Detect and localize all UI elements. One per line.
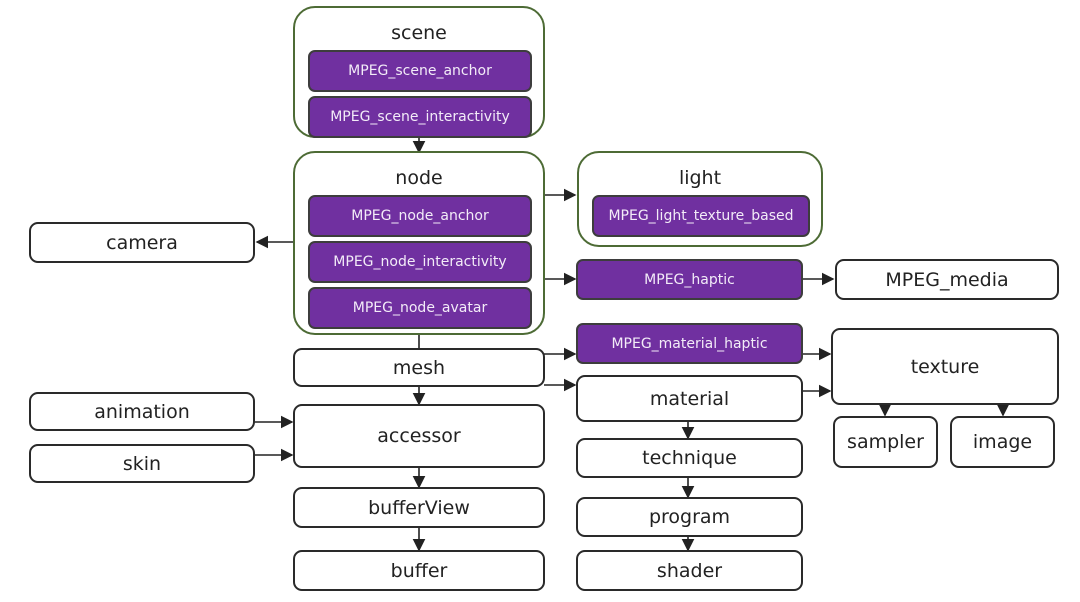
ext-mpeg-light-texture-based[interactable]: MPEG_light_texture_based bbox=[592, 195, 810, 237]
light-group[interactable]: light MPEG_light_texture_based bbox=[577, 151, 823, 247]
scene-title: scene bbox=[391, 22, 447, 44]
node-title: node bbox=[395, 167, 443, 189]
scene-group[interactable]: scene MPEG_scene_anchor MPEG_scene_inter… bbox=[293, 6, 545, 138]
ext-mpeg-scene-anchor[interactable]: MPEG_scene_anchor bbox=[308, 50, 532, 92]
ext-mpeg-material-haptic[interactable]: MPEG_material_haptic bbox=[576, 323, 803, 364]
ext-mpeg-node-anchor[interactable]: MPEG_node_anchor bbox=[308, 195, 532, 237]
sampler-box[interactable]: sampler bbox=[833, 416, 938, 468]
light-title: light bbox=[678, 167, 722, 189]
camera-box[interactable]: camera bbox=[29, 222, 255, 263]
ext-mpeg-scene-interactivity[interactable]: MPEG_scene_interactivity bbox=[308, 96, 532, 138]
accessor-box[interactable]: accessor bbox=[293, 404, 545, 468]
texture-box[interactable]: texture bbox=[831, 328, 1059, 405]
animation-box[interactable]: animation bbox=[29, 392, 255, 431]
skin-box[interactable]: skin bbox=[29, 444, 255, 483]
ext-mpeg-node-interactivity[interactable]: MPEG_node_interactivity bbox=[308, 241, 532, 283]
ext-mpeg-haptic[interactable]: MPEG_haptic bbox=[576, 259, 803, 300]
shader-box[interactable]: shader bbox=[576, 550, 803, 591]
buffer-box[interactable]: buffer bbox=[293, 550, 545, 591]
image-box[interactable]: image bbox=[950, 416, 1055, 468]
mpeg-media-box[interactable]: MPEG_media bbox=[835, 259, 1059, 300]
ext-mpeg-node-avatar[interactable]: MPEG_node_avatar bbox=[308, 287, 532, 329]
bufferview-box[interactable]: bufferView bbox=[293, 487, 545, 528]
node-group[interactable]: node MPEG_node_anchor MPEG_node_interact… bbox=[293, 151, 545, 335]
technique-box[interactable]: technique bbox=[576, 438, 803, 478]
mesh-box[interactable]: mesh bbox=[293, 348, 545, 387]
material-box[interactable]: material bbox=[576, 375, 803, 422]
program-box[interactable]: program bbox=[576, 497, 803, 537]
